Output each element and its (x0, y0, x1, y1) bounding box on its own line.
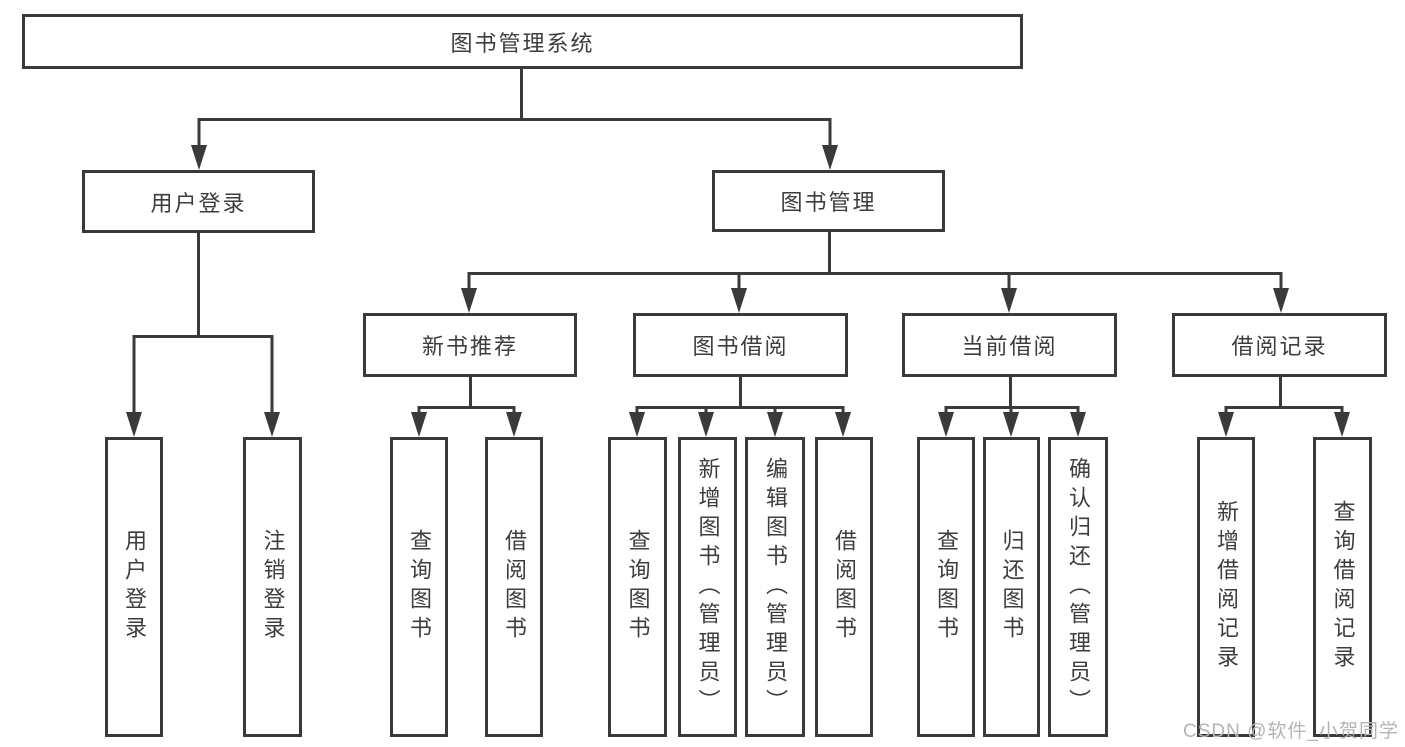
arrowhead-icon (1001, 288, 1017, 313)
arrowhead-icon (731, 288, 747, 313)
leaf-label: 查询图书 (407, 529, 432, 645)
arrow-down-connector (1273, 272, 1289, 313)
arrow-down-connector (191, 118, 207, 170)
arrowhead-icon (835, 412, 851, 437)
arrow-down-connector (126, 335, 142, 437)
leaf-borrow-books-borrowing: 借阅图书 (815, 437, 873, 737)
connector-new-book-bar (419, 406, 514, 409)
arrow-down-connector (506, 406, 522, 437)
node-label: 新书推荐 (421, 334, 518, 359)
leaf-confirm-return-admin: 确认归还（管理员） (1048, 437, 1108, 737)
node-label: 图书借阅 (692, 334, 789, 359)
arrow-down-connector (822, 118, 838, 170)
arrowhead-icon (1273, 288, 1289, 313)
arrow-down-connector (461, 272, 477, 313)
arrow-down-connector (1001, 272, 1017, 313)
arrowhead-icon (1218, 412, 1234, 437)
leaf-query-books-current: 查询图书 (917, 437, 975, 737)
node-book-management: 图书管理 (712, 170, 945, 232)
arrowhead-icon (1070, 412, 1086, 437)
node-library-management-system: 图书管理系统 (22, 14, 1023, 69)
arrowhead-icon (767, 412, 783, 437)
arrow-down-connector (767, 406, 783, 437)
leaf-query-borrow-record: 查询借阅记录 (1313, 437, 1372, 737)
arrow-down-connector (264, 335, 280, 437)
arrowhead-icon (1334, 412, 1350, 437)
arrow-down-connector (629, 406, 645, 437)
arrowhead-icon (629, 412, 645, 437)
arrowhead-icon (506, 412, 522, 437)
connector-book-borrowing-stem (739, 377, 742, 406)
node-borrowing-records: 借阅记录 (1172, 313, 1387, 377)
arrowhead-icon (264, 412, 280, 437)
leaf-label: 查询图书 (934, 529, 959, 645)
arrowhead-icon (938, 412, 954, 437)
node-label: 图书管理系统 (450, 30, 595, 56)
leaf-label: 归还图书 (999, 529, 1025, 645)
arrowhead-icon (822, 145, 838, 170)
node-new-book-recommendation: 新书推荐 (363, 313, 577, 377)
leaf-user-login: 用户登录 (105, 437, 163, 737)
arrowhead-icon (411, 412, 427, 437)
connector-borrowing-records-bar (1226, 406, 1342, 409)
arrow-down-connector (1218, 406, 1234, 437)
arrow-down-connector (1070, 406, 1086, 437)
arrow-down-connector (698, 406, 714, 437)
leaf-label: 新增图书（管理员） (695, 456, 721, 718)
leaf-label: 查询图书 (625, 529, 651, 645)
node-book-borrowing: 图书借阅 (633, 313, 848, 377)
leaf-add-book-admin: 新增图书（管理员） (678, 437, 737, 737)
node-label: 用户登录 (150, 190, 247, 216)
arrow-down-connector (411, 406, 427, 437)
node-label: 借阅记录 (1231, 334, 1328, 359)
leaf-label: 查询借阅记录 (1330, 500, 1356, 674)
leaf-return-books: 归还图书 (983, 437, 1040, 737)
arrowhead-icon (126, 412, 142, 437)
leaf-label: 编辑图书（管理员） (763, 456, 788, 718)
arrow-down-connector (1003, 406, 1019, 437)
connector-root-stem (520, 69, 523, 118)
node-label: 图书管理 (780, 190, 877, 215)
leaf-label: 新增借阅记录 (1214, 500, 1239, 674)
leaf-query-books-recommendation: 查询图书 (390, 437, 448, 737)
connector-user-login-bar (134, 335, 272, 338)
connector-book-mgmt-stem (828, 232, 831, 272)
connector-book-mgmt-bar (469, 272, 1281, 275)
leaf-label: 确认归还（管理员） (1066, 456, 1091, 718)
leaf-add-borrow-record: 新增借阅记录 (1197, 437, 1255, 737)
leaf-label: 借阅图书 (832, 529, 857, 645)
arrowhead-icon (461, 288, 477, 313)
connector-new-book-stem (469, 377, 472, 406)
arrowhead-icon (1003, 412, 1019, 437)
leaf-logout-login: 注销登录 (243, 437, 302, 737)
connector-root-bar (199, 118, 830, 121)
connector-current-borrowing-stem (1009, 377, 1012, 406)
connector-book-borrowing-bar (637, 406, 843, 409)
leaf-label: 注销登录 (260, 529, 286, 645)
leaf-label: 借阅图书 (502, 529, 527, 645)
leaf-borrow-books-recommendation: 借阅图书 (485, 437, 543, 737)
leaf-label: 用户登录 (122, 529, 147, 645)
arrow-down-connector (731, 272, 747, 313)
csdn-watermark: CSDN @软件_小贺同学 (1183, 721, 1399, 742)
arrowhead-icon (191, 145, 207, 170)
arrowhead-icon (698, 412, 714, 437)
node-current-borrowing: 当前借阅 (902, 313, 1117, 377)
leaf-query-books-borrowing: 查询图书 (608, 437, 667, 737)
node-label: 当前借阅 (961, 334, 1058, 359)
connector-user-login-stem (197, 233, 200, 335)
arrow-down-connector (938, 406, 954, 437)
node-user-login: 用户登录 (82, 170, 315, 233)
arrow-down-connector (1334, 406, 1350, 437)
leaf-edit-book-admin: 编辑图书（管理员） (745, 437, 805, 737)
connector-borrowing-records-stem (1279, 377, 1282, 406)
arrow-down-connector (835, 406, 851, 437)
